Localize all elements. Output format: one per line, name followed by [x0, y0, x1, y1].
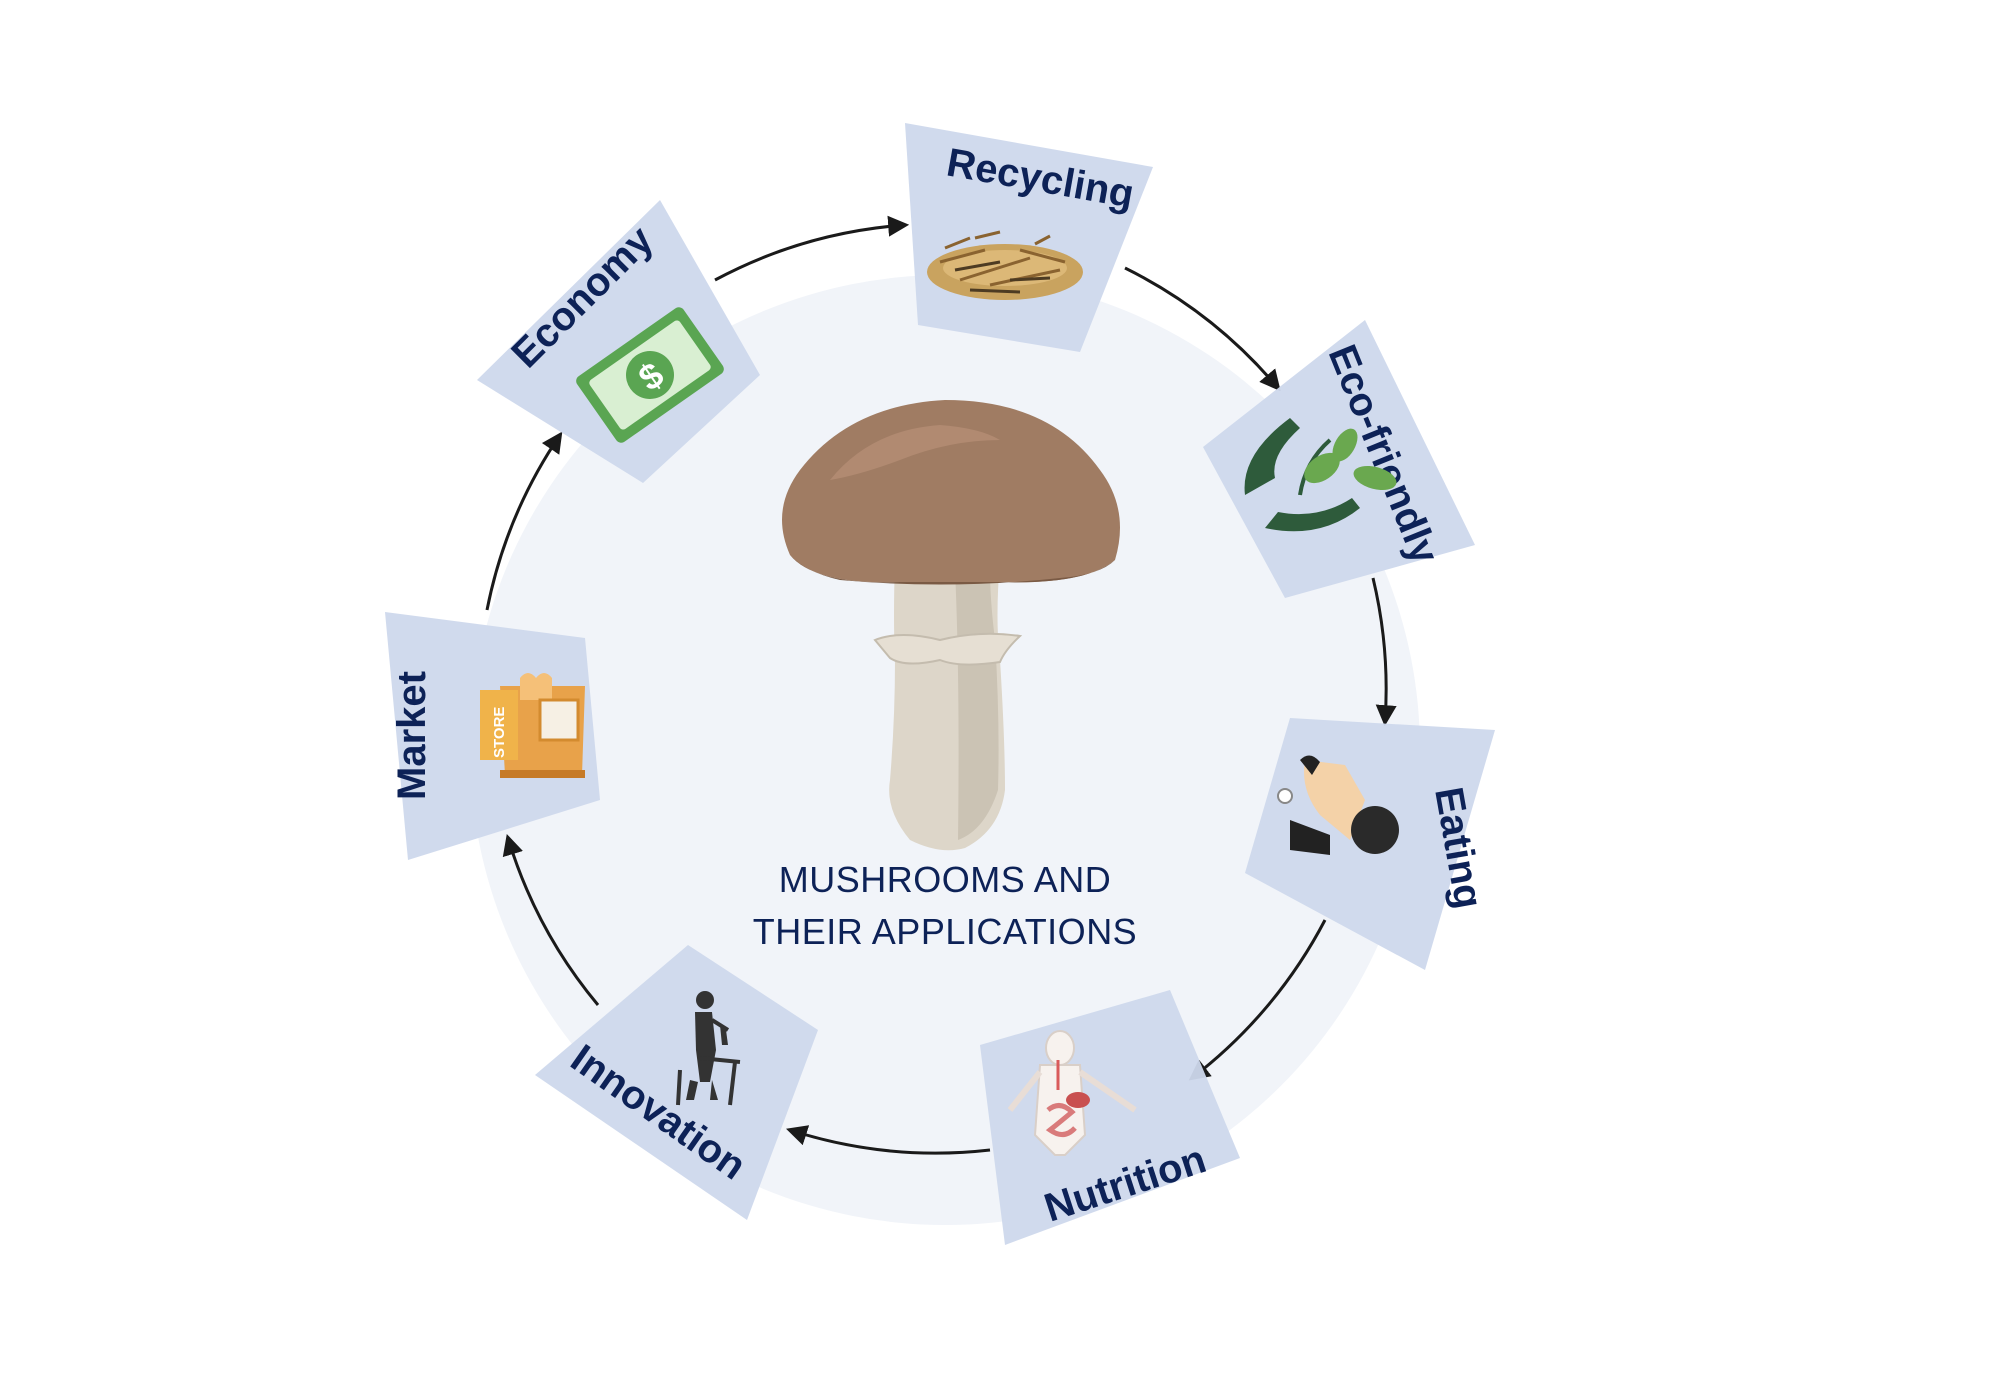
arrow-recycling-to-ecofriendly: [1124, 266, 1281, 392]
panel-innovation-bg: [535, 945, 818, 1220]
panel-eating: Eating: [1245, 718, 1495, 970]
arrow-economy-to-recycling: [714, 215, 910, 282]
store-icon-text: STORE: [491, 707, 508, 758]
arrow-nutrition-to-innovation: [786, 1125, 991, 1155]
panel-market-label: Market: [390, 671, 434, 800]
mushroom-ring: [873, 632, 1023, 666]
panel-nutrition-bg: [980, 990, 1240, 1245]
cycle-arrows: [485, 215, 1397, 1155]
mushroom-cap: [782, 400, 1120, 583]
store-icon: STORE: [480, 673, 585, 778]
panel-nutrition: Nutrition: [980, 990, 1240, 1245]
panel-economy-bg: [477, 200, 760, 483]
dollar-bill-icon: $: [576, 307, 724, 443]
panel-market: Market STORE: [385, 612, 600, 860]
digestive-system-icon: [1007, 1030, 1137, 1156]
center-title-line2: THEIR APPLICATIONS: [753, 911, 1137, 952]
hands-plant-icon: [1244, 418, 1397, 532]
arrow-market-to-economy: [485, 431, 563, 611]
center-title-line1: MUSHROOMS AND: [779, 859, 1112, 900]
straw-pile-icon: [927, 230, 1083, 300]
arrow-innovation-to-market: [502, 833, 600, 1006]
mushroom-cap-highlight: [830, 425, 1000, 480]
arrow-ecofriendly-to-eating: [1371, 577, 1397, 727]
scientist-microscope-icon: [676, 991, 741, 1106]
arrow-eating-to-nutrition: [1188, 919, 1327, 1081]
mushroom-illustration: [782, 400, 1120, 851]
person-eating-icon: [1277, 755, 1399, 855]
